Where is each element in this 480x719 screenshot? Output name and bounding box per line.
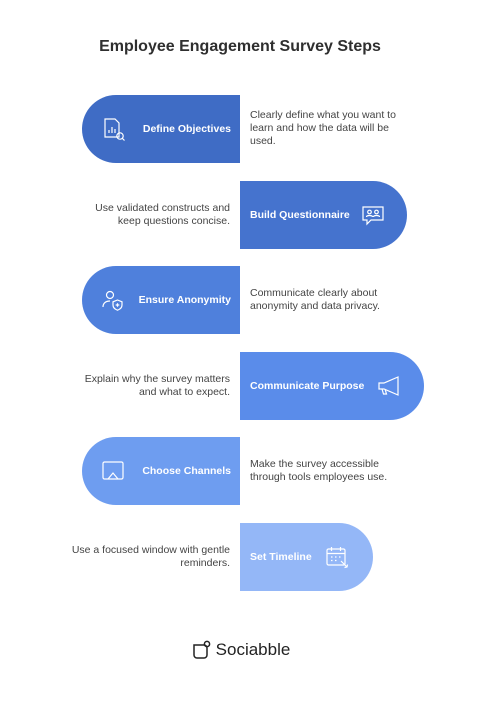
step-description: Use a focused window with gentle reminde…	[71, 544, 230, 569]
step-label: Define Objectives	[142, 123, 231, 135]
step-pill: Communicate Purpose	[240, 352, 424, 420]
step-description: Use validated constructs and keep questi…	[95, 202, 230, 227]
step-pill: Build Questionnaire	[240, 181, 407, 249]
step-label: Set Timeline	[250, 551, 312, 563]
step-label: Ensure Anonymity	[138, 294, 231, 306]
document-chart-icon	[104, 118, 125, 141]
brand-logo: Sociabble	[0, 640, 480, 660]
step-ensure-anonymity: Ensure Anonymity Communicate clearly abo…	[0, 266, 480, 334]
step-description: Explain why the survey matters and what …	[84, 373, 230, 398]
sociabble-logo-icon	[192, 640, 211, 659]
step-label: Choose Channels	[142, 465, 231, 477]
screen-share-icon	[102, 461, 124, 480]
step-description: Communicate clearly about anonymity and …	[250, 287, 380, 312]
step-choose-channels: Choose Channels Make the survey accessib…	[0, 437, 480, 505]
step-pill: Choose Channels	[82, 437, 240, 505]
step-label: Build Questionnaire	[250, 209, 350, 221]
step-define-objectives: Define Objectives Clearly define what yo…	[0, 95, 480, 163]
step-build-questionnaire: Build Questionnaire Use validated constr…	[0, 181, 480, 249]
step-description: Clearly define what you want to learn an…	[250, 109, 396, 147]
user-shield-icon	[102, 290, 123, 311]
chat-people-icon	[362, 206, 384, 226]
step-pill: Define Objectives	[82, 95, 240, 163]
diagram-title: Employee Engagement Survey Steps	[99, 38, 381, 55]
calendar-icon	[326, 547, 349, 569]
brand-name: Sociabble	[215, 640, 291, 659]
step-pill: Ensure Anonymity	[82, 266, 240, 334]
step-pill: Set Timeline	[240, 523, 373, 591]
megaphone-icon	[378, 376, 399, 396]
step-description: Make the survey accessible through tools…	[250, 458, 388, 483]
step-communicate-purpose: Communicate Purpose Explain why the surv…	[0, 352, 480, 420]
step-label: Communicate Purpose	[250, 380, 365, 392]
step-set-timeline: Set Timeline Use a focused window with g…	[0, 523, 480, 591]
